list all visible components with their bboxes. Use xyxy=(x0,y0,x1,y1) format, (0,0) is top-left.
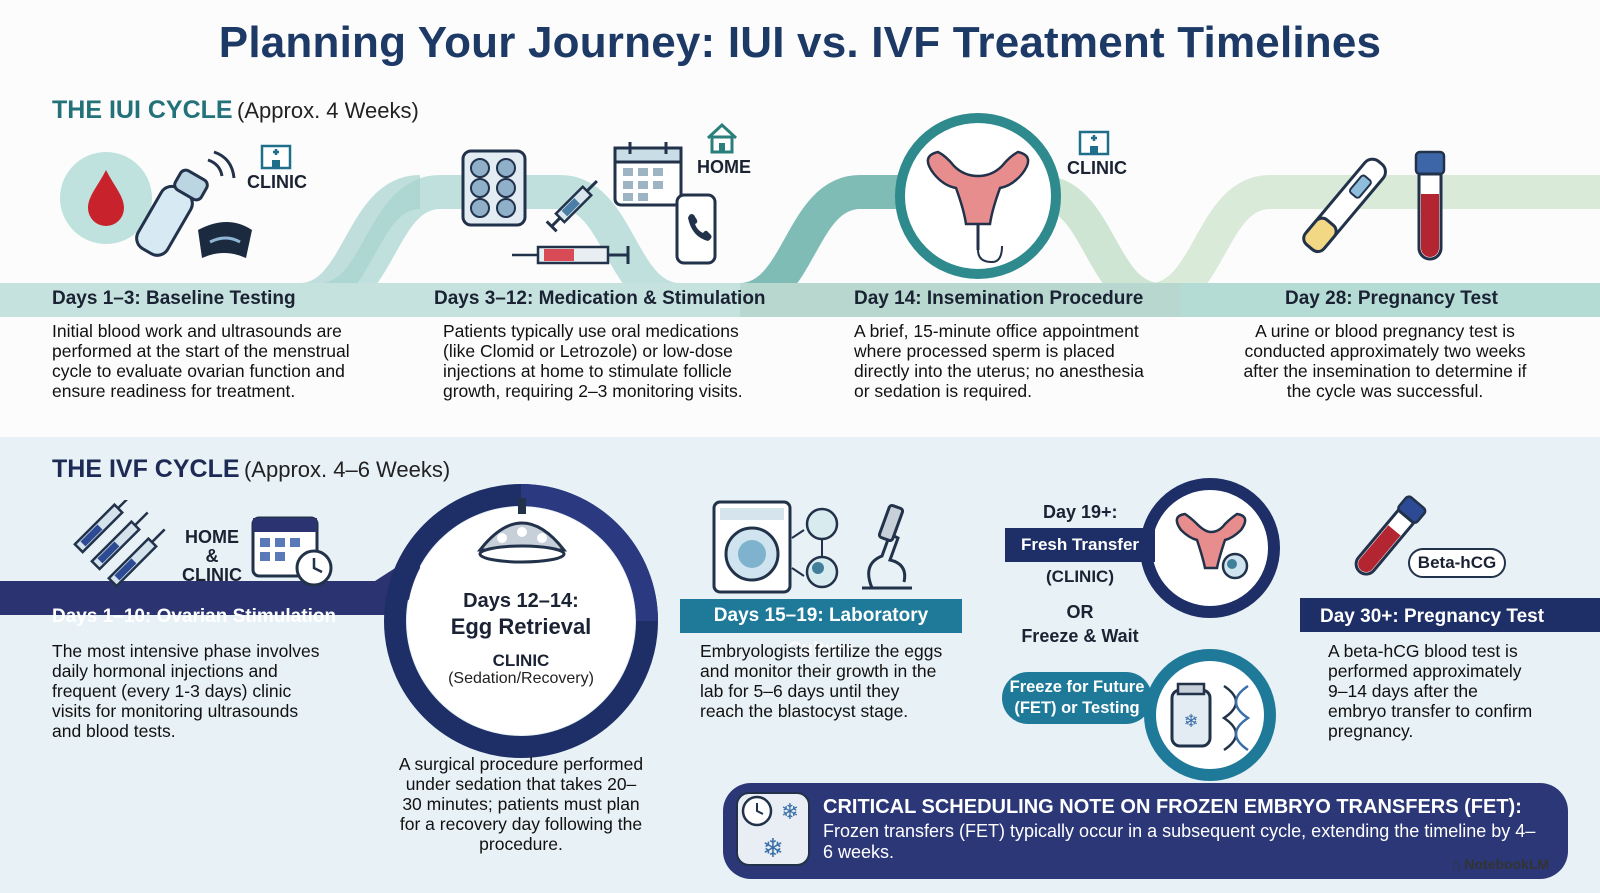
calendar-clock-icon xyxy=(251,516,333,587)
iui-heading-duration: (Approx. 4 Weeks) xyxy=(237,98,419,123)
svg-text:❄: ❄ xyxy=(1183,711,1198,732)
iui-stage-desc-1: Initial blood work and ultrasounds are p… xyxy=(52,321,350,401)
ivf-heading-duration: (Approx. 4–6 Weeks) xyxy=(243,457,451,482)
fresh-transfer-label: Fresh Transfer xyxy=(1005,528,1155,562)
ivf-stim-tags: HOME & CLINIC xyxy=(180,528,244,585)
beta-hcg-label: Beta-hCG xyxy=(1417,553,1497,572)
freeze-wait-label: Freeze & Wait xyxy=(1021,626,1139,646)
uterus-icon xyxy=(895,113,1061,279)
fresh-transfer-tag: (CLINIC) xyxy=(1046,567,1114,586)
pregnancy-test-icon xyxy=(1302,157,1387,254)
cryo-dna-icon: ❄ xyxy=(1170,682,1251,752)
iui-home-tag: HOME xyxy=(697,157,751,177)
home-icon xyxy=(706,122,738,154)
svg-text:❄: ❄ xyxy=(781,800,799,825)
culture-desc: Embryologists fertilize the eggs and mon… xyxy=(700,641,943,721)
phone-icon xyxy=(675,193,717,265)
fet-note-title: CRITICAL SCHEDULING NOTE ON FROZEN EMBRY… xyxy=(823,796,1522,818)
retrieval-ring-fill xyxy=(407,507,635,735)
iui-heading-title: THE IUI CYCLE xyxy=(52,96,233,124)
culture-label: Days 15–19: Laboratory Culture xyxy=(680,599,962,660)
iui-clinic-tag-1: CLINIC xyxy=(247,172,307,192)
ultrasound-probe-icon xyxy=(135,150,252,258)
iui-stage-label-2: Days 3–12: Medication & Stimulation xyxy=(434,288,766,309)
pill-blister-icon xyxy=(461,149,527,227)
iui-stage-desc-3: A brief, 15-minute office appointment wh… xyxy=(854,321,1144,401)
syringe-icon xyxy=(545,180,598,233)
ivf-stage-desc-1: The most intensive phase involves daily … xyxy=(52,641,320,741)
iui-clinic-tag-2: CLINIC xyxy=(1067,158,1127,178)
iui-stage-desc-2: Patients typically use oral medications … xyxy=(443,321,743,401)
retrieval-label: Egg Retrieval xyxy=(450,614,592,639)
fet-note-body: Frozen transfers (FET) typically occur i… xyxy=(823,821,1536,862)
fet-note-box xyxy=(723,783,1568,879)
freeze-future-label: Freeze for Future (FET) or Testing xyxy=(1002,677,1152,719)
blood-tube-icon xyxy=(1414,150,1446,261)
ivf-stim-tag-amp: & xyxy=(205,546,219,566)
iui-ribbon xyxy=(0,175,1600,317)
iui-stage-label-3: Day 14: Insemination Procedure xyxy=(854,288,1144,309)
beta-hcg-badge xyxy=(1408,548,1506,578)
lab-equipment-icon xyxy=(712,500,912,594)
brand-icon: ⌂ xyxy=(1452,856,1465,872)
freeze-future-line-1: Freeze for Future xyxy=(1009,678,1145,696)
brand-watermark: ⌂ NotebookLM xyxy=(1452,856,1549,872)
clinic-building-icon-2 xyxy=(1078,130,1110,156)
ivf-heading-title: THE IVF CYCLE xyxy=(52,455,240,483)
freeze-future-line-2: (FET) or Testing xyxy=(1014,699,1140,717)
iui-label-band-right xyxy=(1180,283,1600,317)
page-title: Planning Your Journey: IUI vs. IVF Treat… xyxy=(218,18,1382,67)
clinic-building-icon xyxy=(260,144,292,170)
iui-stage-label-1: Days 1–3: Baseline Testing xyxy=(52,288,296,309)
surgical-light-icon xyxy=(476,498,568,564)
ivf-heading: THE IVF CYCLE (Approx. 4–6 Weeks) xyxy=(52,455,450,484)
calendar-icon xyxy=(613,142,683,207)
svg-text:❄: ❄ xyxy=(762,834,784,864)
freeze-future-pill xyxy=(1002,672,1152,724)
blood-tube-icon-2 xyxy=(1354,495,1427,576)
retrieval-sub: (Sedation/Recovery) xyxy=(448,670,594,687)
iui-stage-label-4: Day 28: Pregnancy Test xyxy=(1285,288,1498,309)
blood-drop-icon xyxy=(60,152,152,244)
syringes-icon xyxy=(73,500,166,588)
uterus-embryo-icon xyxy=(1175,512,1249,580)
transfer-day: Day 19+: xyxy=(1043,502,1118,522)
injection-pen-icon xyxy=(512,245,630,265)
iui-stage-desc-4: A urine or blood pregnancy test is condu… xyxy=(1243,321,1527,401)
retrieval-clinic-tag: CLINIC xyxy=(492,651,550,670)
ivf-pregnancy-label: Day 30+: Pregnancy Test xyxy=(1320,606,1545,627)
retrieval-desc: A surgical procedure performed under sed… xyxy=(398,754,644,854)
retrieval-days: Days 12–14: xyxy=(463,590,579,612)
ivf-pregnancy-desc: A beta-hCG blood test is performed appro… xyxy=(1328,641,1533,741)
clock-snowflake-icon: ❄ ❄ xyxy=(736,792,810,866)
ivf-stim-tag-home: HOME xyxy=(185,527,239,547)
iui-label-band-mid xyxy=(740,283,1180,317)
transfer-or: OR xyxy=(1066,602,1094,622)
brand-label: NotebookLM xyxy=(1464,856,1550,872)
retrieval-ring-arc xyxy=(520,484,658,622)
ivf-stage-label-1: Days 1–10: Ovarian Stimulation xyxy=(52,606,337,627)
iui-heading: THE IUI CYCLE (Approx. 4 Weeks) xyxy=(52,96,419,125)
pregnancy-band xyxy=(1300,598,1600,632)
ivf-stim-tag-clinic: CLINIC xyxy=(182,565,242,585)
